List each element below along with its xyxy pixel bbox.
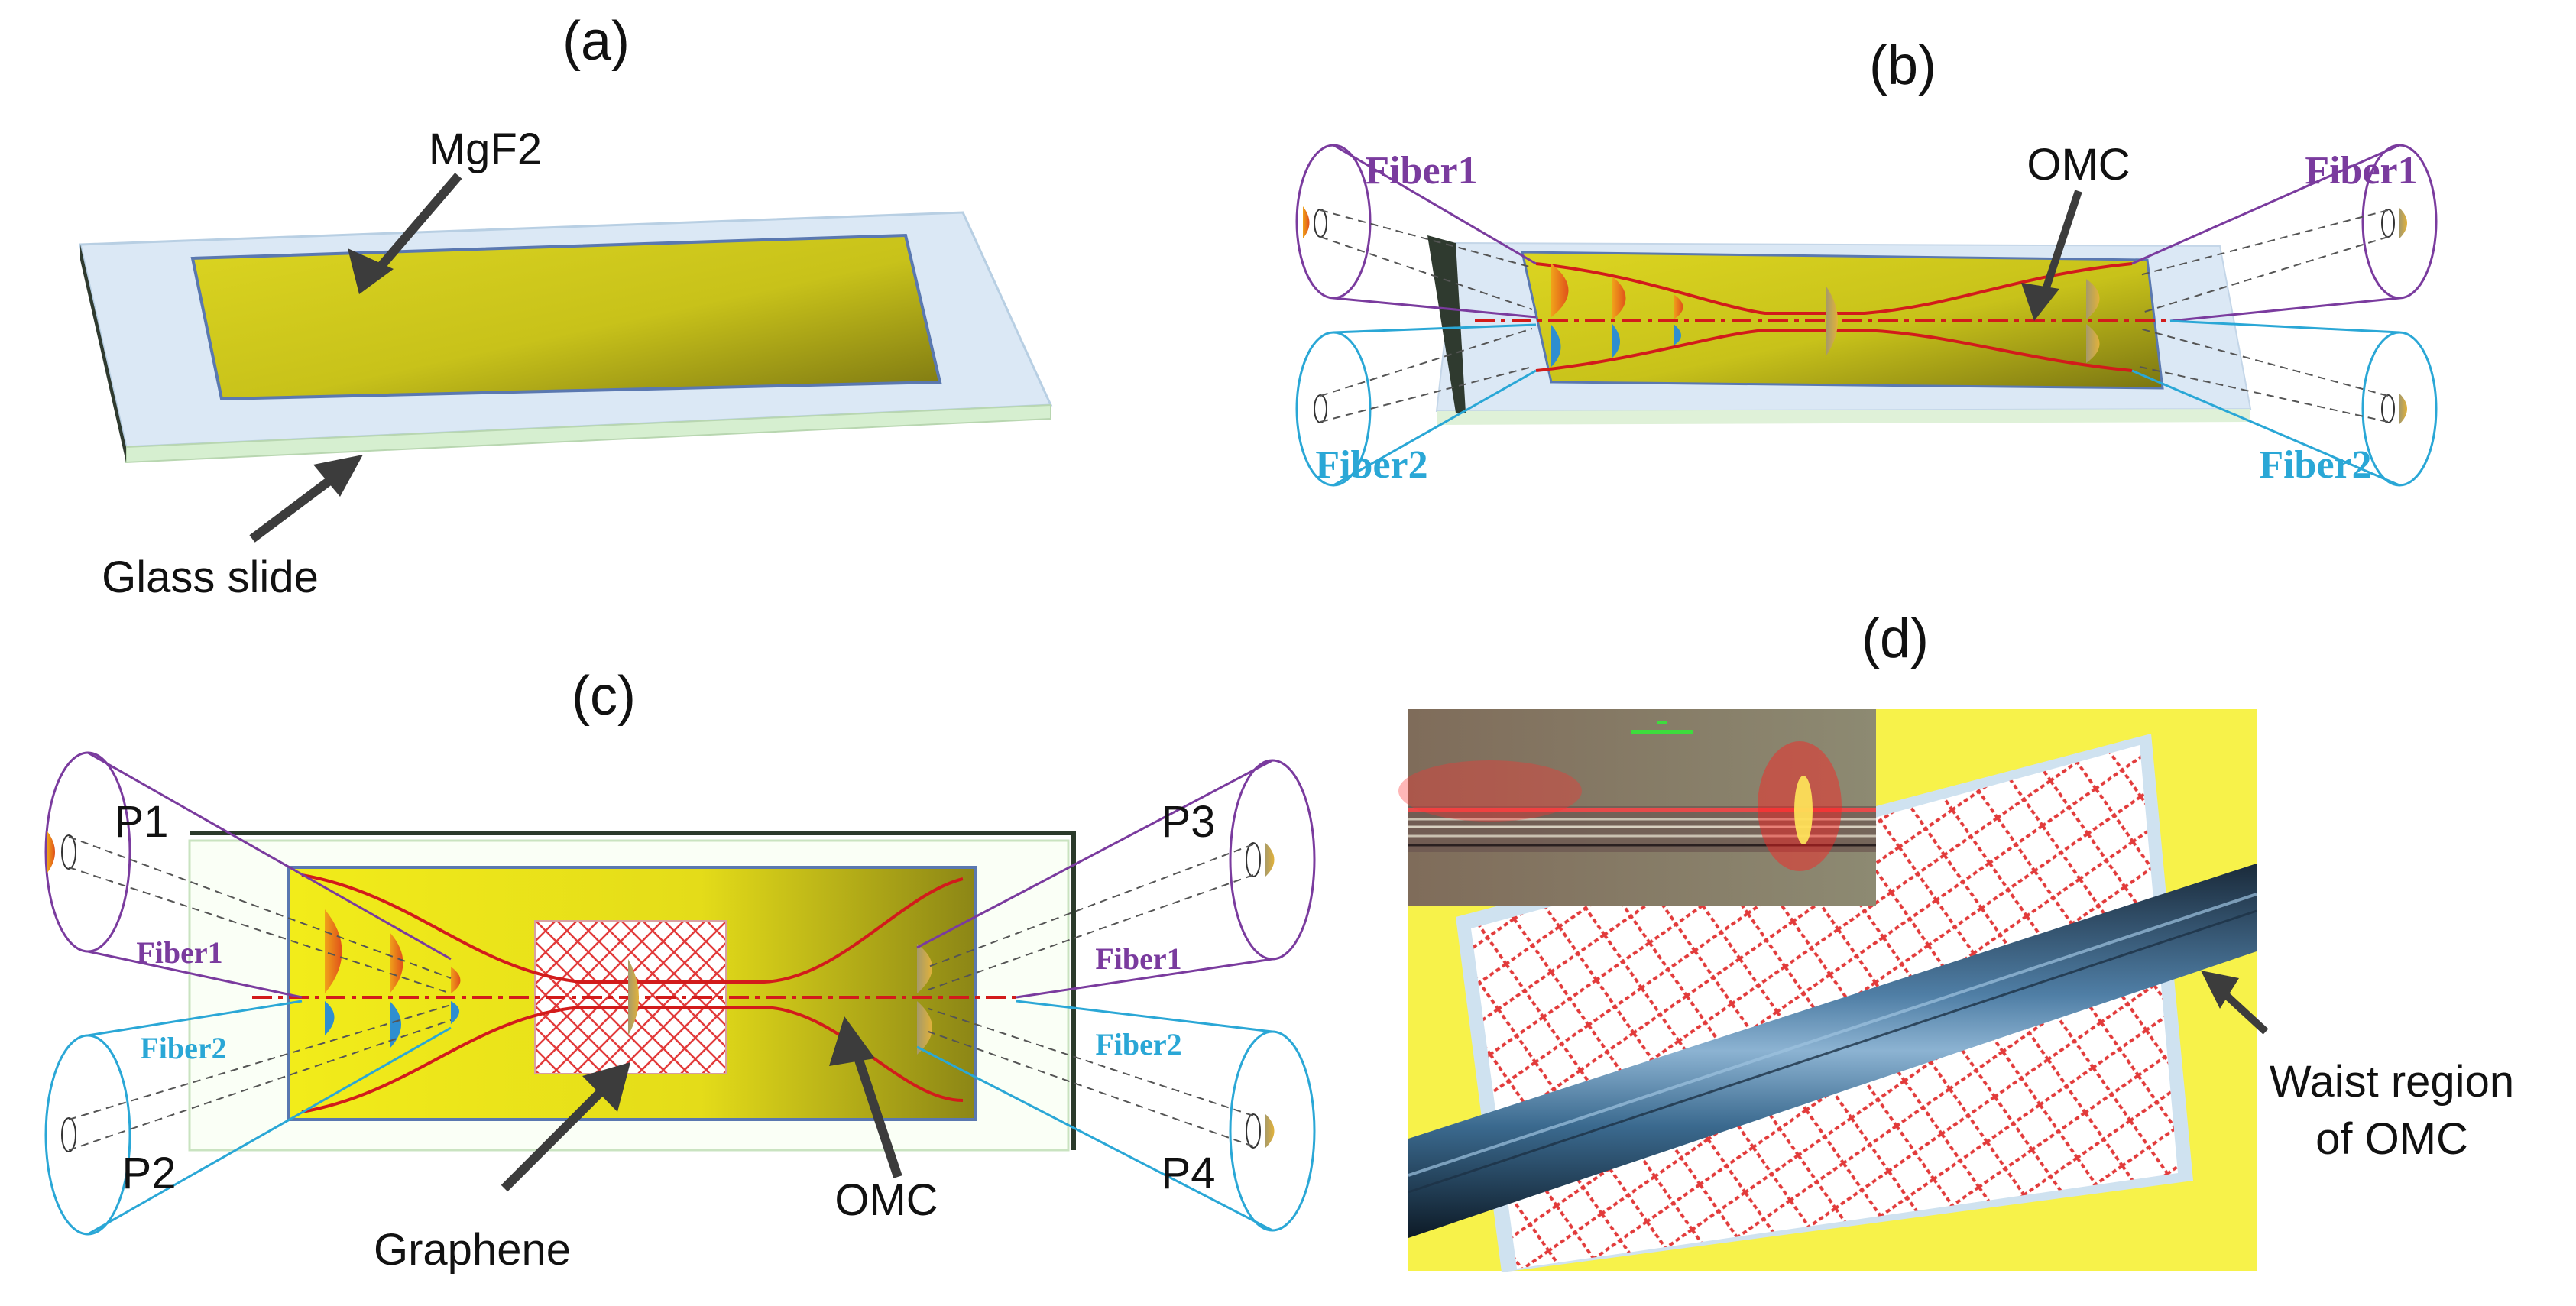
c-bump xyxy=(325,1001,335,1035)
c-bump xyxy=(451,1001,459,1024)
c-fiber2-right-label: Fiber2 xyxy=(1095,1027,1181,1061)
glass-slide-side xyxy=(80,245,126,462)
b-fiber-cone-right-top xyxy=(2131,144,2438,322)
c-omc-lower xyxy=(301,1006,964,1113)
panel-b: (b) xyxy=(1295,35,2438,487)
c-fiber1-right-label: Fiber1 xyxy=(1095,941,1181,976)
b-bump xyxy=(2086,279,2100,319)
d-micrograph: ▬ xyxy=(1398,709,1876,906)
c-omc-arrow xyxy=(847,1038,902,1178)
d-waist-rod xyxy=(1408,864,2257,1238)
b-fiber-cone-right-bottom xyxy=(2131,319,2438,487)
d-waist-label-line1: Waist region xyxy=(2270,1057,2514,1107)
mgf2-label: MgF2 xyxy=(429,125,542,174)
panel-d: (d) ▬ Waist region of O xyxy=(1398,608,2514,1272)
b-fiber1-left-label: Fiber1 xyxy=(1365,149,1477,193)
mgf2-arrowhead xyxy=(348,248,394,294)
c-bump xyxy=(390,932,403,993)
c-bump xyxy=(451,967,461,993)
c-omc-upper xyxy=(301,873,964,984)
panel-b-tag: (b) xyxy=(1869,35,1936,96)
b-bump xyxy=(1551,325,1561,367)
b-bump xyxy=(1674,294,1683,319)
b-glass-edge xyxy=(1437,409,2250,425)
c-bump xyxy=(325,909,342,993)
c-fiber-cone-p2 xyxy=(44,1000,452,1236)
c-slide-back xyxy=(190,831,1076,1150)
c-omc-arrowhead xyxy=(829,1016,875,1066)
b-omc-lower xyxy=(1535,329,2133,372)
b-bump xyxy=(1612,324,1620,358)
b-bump xyxy=(1826,287,1838,355)
mgf2-layer xyxy=(190,233,942,401)
panel-c-tag: (c) xyxy=(572,666,636,727)
panel-a-tag: (a) xyxy=(562,11,630,72)
b-bump xyxy=(1674,324,1681,345)
c-bump xyxy=(390,1001,401,1048)
b-fiber-cone-left-bottom xyxy=(1295,323,1537,487)
b-slide-side xyxy=(1427,235,1466,413)
c-fiber-cone-p3 xyxy=(916,759,1316,999)
panel-d-tag: (d) xyxy=(1862,608,1929,669)
b-fiber2-left-label: Fiber2 xyxy=(1315,443,1427,487)
d-waist-label-line2: of OMC xyxy=(2315,1114,2468,1164)
c-p4-label: P4 xyxy=(1162,1149,1216,1198)
c-omc-label: OMC xyxy=(834,1175,938,1225)
b-omc-arrowhead xyxy=(2021,283,2059,321)
b-omc-arrow xyxy=(2036,190,2082,307)
c-fiber-cone-p4 xyxy=(916,1000,1316,1232)
panel-a: (a) MgF2 Glass slide xyxy=(79,11,1053,602)
glass-slide-label: Glass slide xyxy=(102,553,319,602)
c-graphene-arrowhead xyxy=(582,1062,630,1112)
c-p3-label: P3 xyxy=(1162,797,1216,847)
c-graphene-label: Graphene xyxy=(374,1225,571,1275)
c-bump xyxy=(917,944,932,993)
panel-c: (c) xyxy=(44,666,1316,1275)
c-p2-label: P2 xyxy=(122,1149,177,1198)
c-p1-label: P1 xyxy=(115,797,169,847)
d-scale-bar: ▬ xyxy=(1657,715,1667,727)
b-bump xyxy=(2086,324,2100,363)
c-fiber1-left-label: Fiber1 xyxy=(136,935,222,970)
d-waist-arrowhead xyxy=(2201,971,2239,1009)
b-bump xyxy=(1612,277,1626,319)
glass-arrowhead xyxy=(313,455,363,497)
b-fiber-cone-left-top xyxy=(1295,144,1537,319)
b-omc-label: OMC xyxy=(2027,140,2130,190)
c-bump xyxy=(917,1001,932,1055)
b-fiber2-right-label: Fiber2 xyxy=(2259,443,2371,487)
c-graphene-arrow xyxy=(501,1078,615,1192)
c-bump xyxy=(628,959,639,1035)
c-fiber-cone-p1 xyxy=(44,751,452,999)
b-bump xyxy=(1551,264,1569,317)
c-fiber2-left-label: Fiber2 xyxy=(140,1031,226,1065)
b-fiber1-right-label: Fiber1 xyxy=(2305,149,2417,193)
b-omc-upper xyxy=(1535,262,2133,315)
